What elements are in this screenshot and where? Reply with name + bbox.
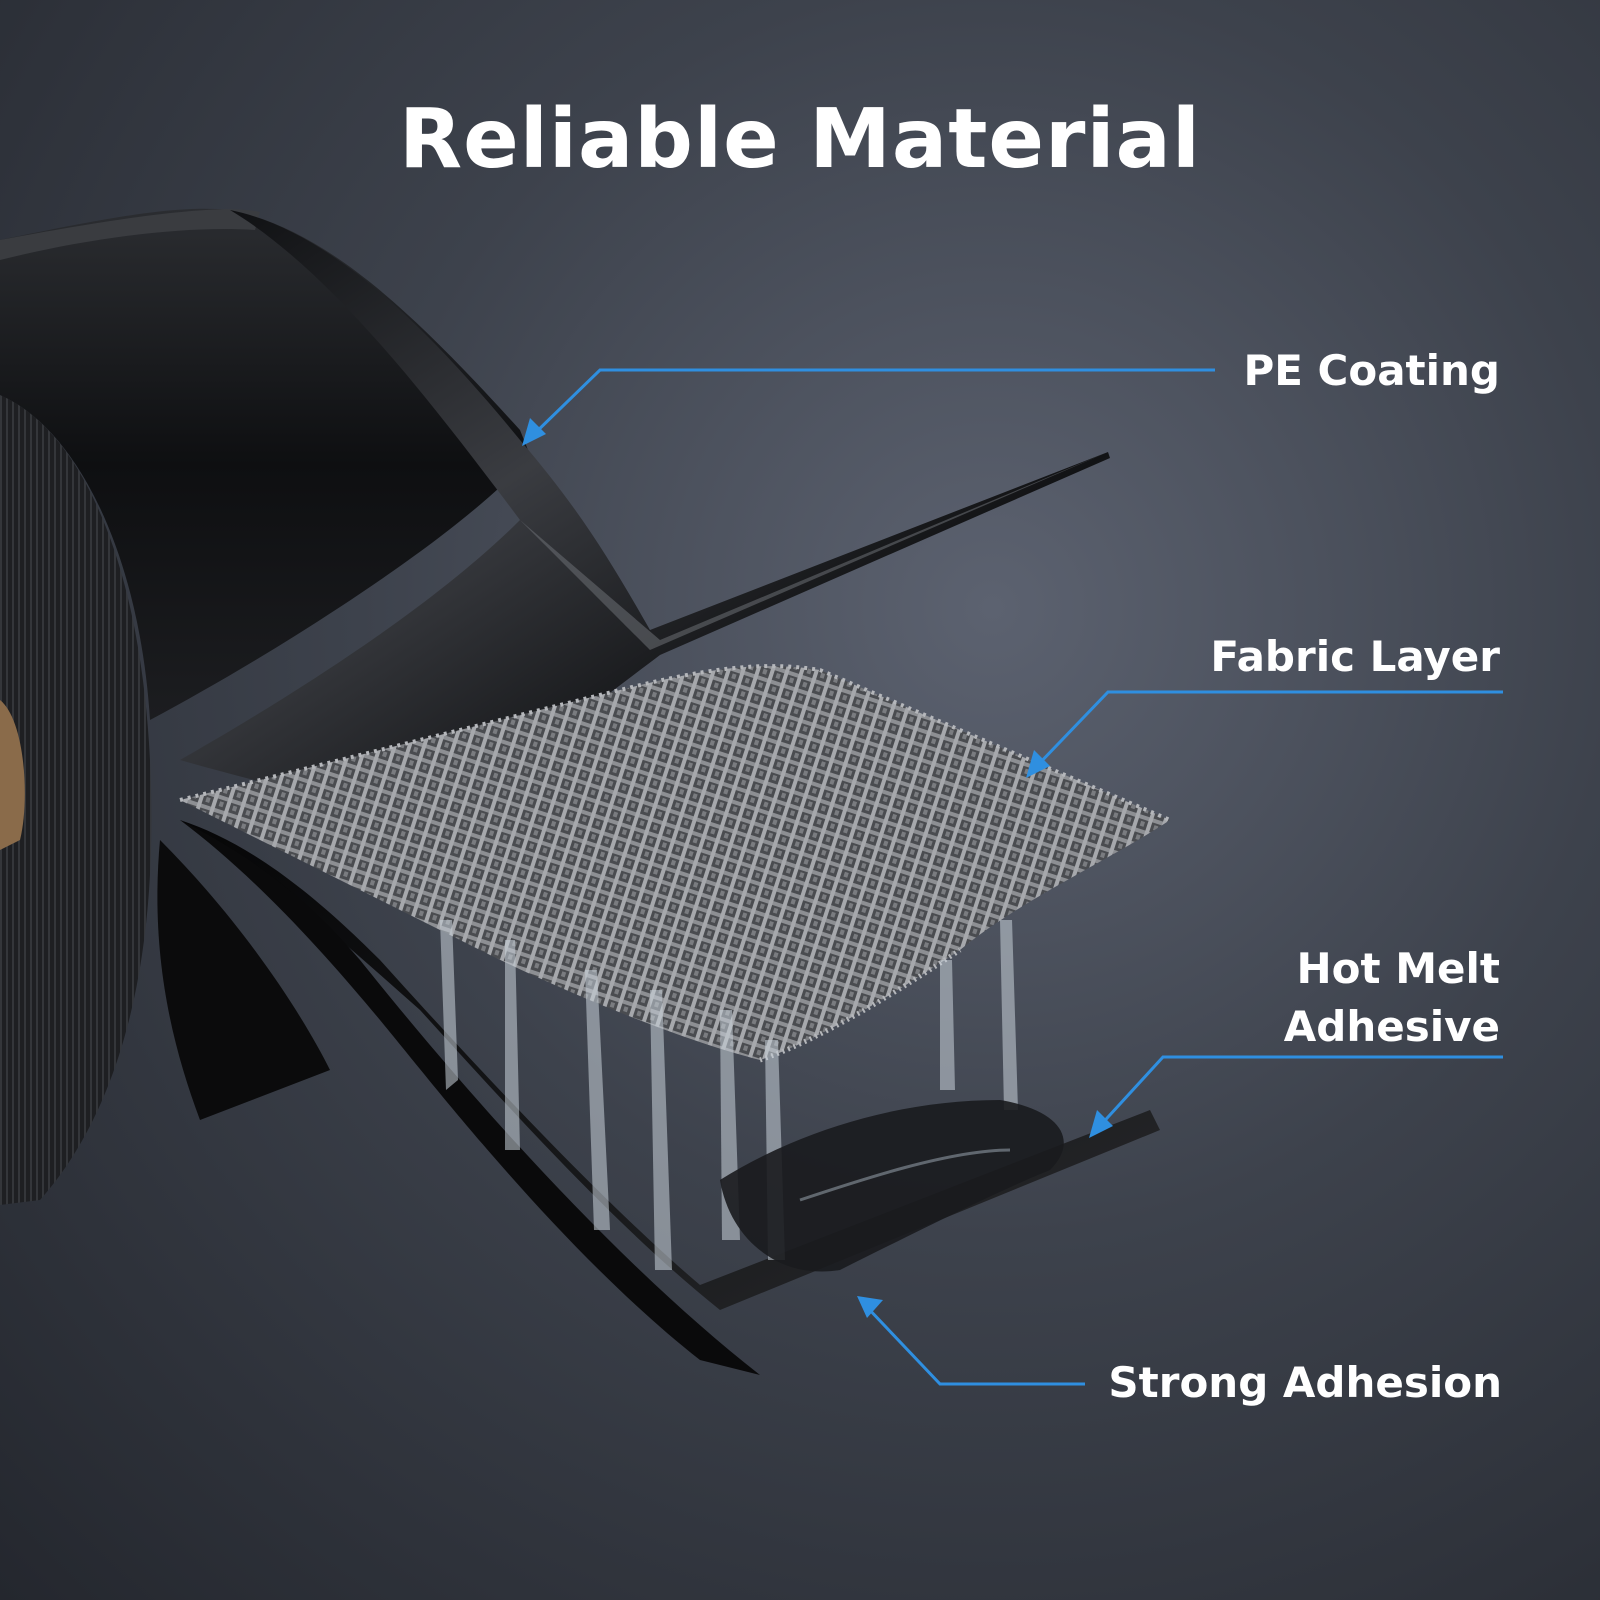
- fabric-layer-swatch: [180, 666, 1170, 1060]
- strong-adhesion-label: Strong Adhesion: [1108, 1358, 1502, 1407]
- pe-coating-arrow: [522, 418, 546, 446]
- pe-coating-label: PE Coating: [1243, 346, 1500, 395]
- fabric-layer-arrow: [1026, 750, 1050, 778]
- hot-melt-line1: Hot Melt: [1296, 944, 1500, 993]
- page-title: Reliable Material: [398, 92, 1201, 187]
- hot-melt-arrow: [1089, 1110, 1113, 1138]
- adhesive-strands: [440, 920, 1018, 1270]
- fabric-layer-label: Fabric Layer: [1210, 632, 1500, 681]
- hot-melt-adhesive-label: Hot Melt Adhesive: [1284, 940, 1500, 1056]
- hot-melt-line2: Adhesive: [1283, 1002, 1500, 1051]
- pe-coating-strip: [180, 210, 1110, 815]
- callout-lines: [528, 368, 1503, 1386]
- strong-adhesion-arrow: [857, 1296, 883, 1318]
- callout-arrowheads: [522, 418, 1113, 1318]
- tape-roll-side: [0, 395, 152, 1205]
